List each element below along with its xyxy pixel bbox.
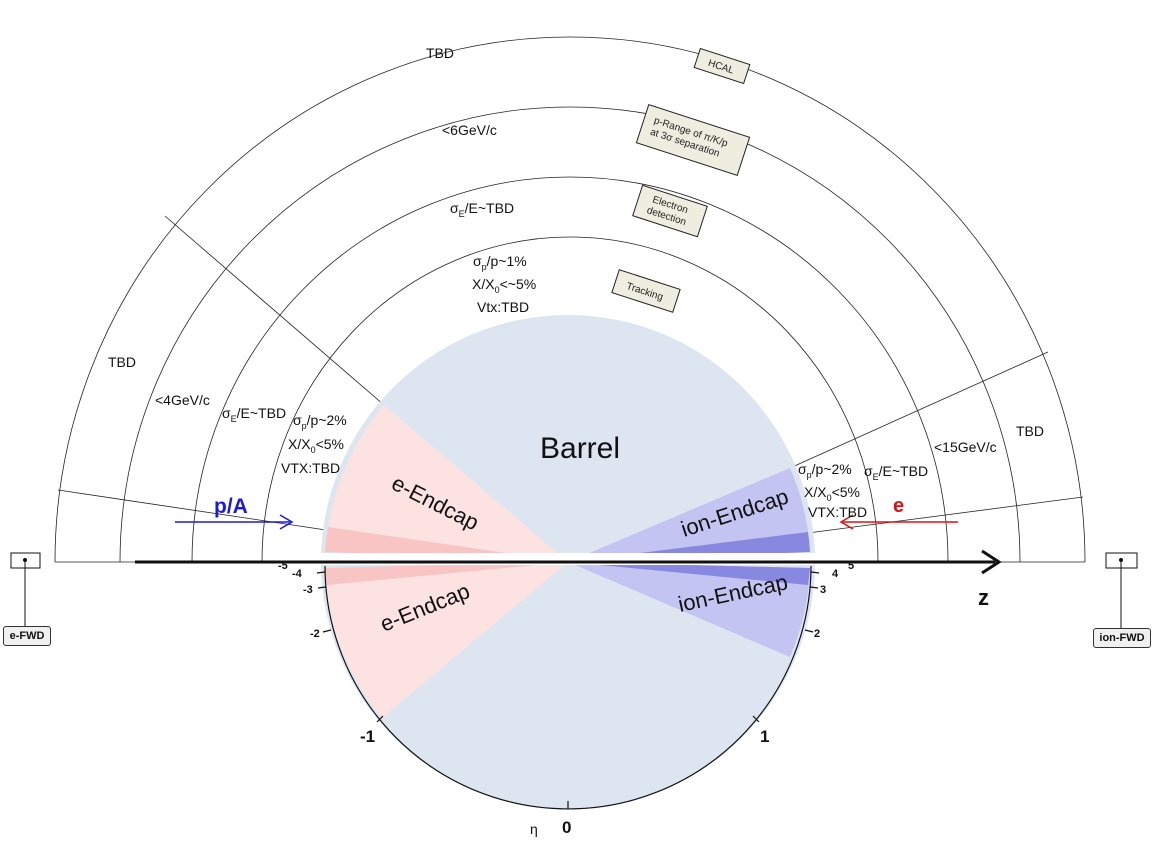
eta-tick-p3	[809, 586, 819, 589]
eta-label-m2: -2	[310, 628, 320, 640]
right-trk-line1: σp/p~2%	[798, 461, 852, 480]
eta-tick-m3	[317, 586, 327, 589]
right-hcal-label: TBD	[1016, 423, 1044, 439]
ion-endcap-bottom-dark	[568, 562, 810, 585]
right-ecal-label: σE/E~TBD	[864, 463, 928, 482]
eta-label-p3: 3	[820, 584, 826, 596]
top-hcal-label: TBD	[426, 45, 454, 61]
ion-endcap-top-wedge	[568, 468, 810, 562]
eta-label-p4: 4	[832, 568, 839, 580]
top-pid-label: <6GeV/c	[442, 122, 497, 138]
top-trk-line3: Vtx:TBD	[477, 299, 529, 315]
left-trk-line2: X/X0<5%	[288, 436, 344, 455]
top-ecal-label: σE/E~TBD	[450, 200, 514, 219]
eta-tick-p1	[752, 715, 760, 723]
eta-label-p2: 2	[814, 628, 820, 640]
e-endcap-bottom-dark	[325, 562, 568, 585]
e-endcap-bottom-wedge	[325, 562, 568, 718]
eta-ticks	[316, 571, 820, 809]
tracking-box: Tracking	[611, 269, 681, 313]
right-trk-line3: VTX:TBD	[808, 504, 867, 520]
proton-arrowhead	[279, 514, 294, 530]
arc-pid-inner	[191, 176, 949, 563]
arc-hcal-inner	[119, 106, 1021, 563]
left-trk-line1: σp/p~2%	[293, 412, 347, 431]
eta-tick-m2	[322, 629, 332, 633]
e-endcap-top-wedge	[326, 405, 568, 562]
eta-label-m3: -3	[303, 584, 313, 596]
left-hcal-label: TBD	[108, 354, 136, 370]
z-axis-label: z	[978, 585, 989, 610]
left-trk-line3: VTX:TBD	[281, 460, 340, 476]
ion-fwd-label: ion-FWD	[1093, 628, 1151, 648]
eta-label-p5: 5	[848, 560, 854, 572]
left-ecal-label: σE/E~TBD	[222, 405, 286, 424]
pid-box: p-Range of π/K/p at 3σ separation	[635, 103, 751, 177]
eta-label-m5: -5	[278, 560, 288, 572]
top-trk-line1: σp/p~1%	[473, 253, 527, 272]
eta-tick-p4	[810, 571, 820, 574]
eta-tick-p2	[804, 629, 814, 633]
e-fwd-label: e-FWD	[3, 626, 51, 646]
eta-label-m1: -1	[360, 727, 375, 746]
right-pid-label: <15GeV/c	[934, 439, 997, 455]
radial-right-lower	[807, 496, 1084, 534]
right-trk-line2: X/X0<5%	[804, 484, 860, 503]
radial-left-lower	[57, 489, 327, 531]
arc-outer	[54, 36, 1086, 563]
eta-label-m4: -4	[292, 568, 303, 580]
top-trk-line2: X/X0<~5%	[472, 276, 536, 295]
eta-label-p1: 1	[760, 727, 769, 746]
ecal-box: Electron detection	[632, 184, 708, 238]
arc-ecal-inner	[261, 236, 879, 563]
radial-right-upper	[789, 351, 1049, 469]
left-pid-label: <4GeV/c	[155, 392, 210, 408]
eta-symbol: η	[530, 821, 538, 837]
proton-beam-label: p/A	[214, 495, 248, 518]
z-axis-arrowhead	[981, 549, 1002, 575]
ion-endcap-bottom-wedge	[568, 562, 810, 657]
electron-arrowhead	[839, 514, 854, 530]
eta-tick-m1	[376, 715, 384, 723]
barrel-label: Barrel	[540, 432, 620, 465]
eta-label-0: 0	[562, 818, 571, 837]
ion-fwd-symbol	[1105, 552, 1138, 628]
eta-tick-m4	[316, 571, 326, 574]
radial-left-upper	[164, 215, 385, 406]
hcal-box: HCAL	[693, 47, 751, 85]
e-fwd-symbol	[10, 552, 41, 626]
electron-beam-label: e	[893, 495, 904, 517]
